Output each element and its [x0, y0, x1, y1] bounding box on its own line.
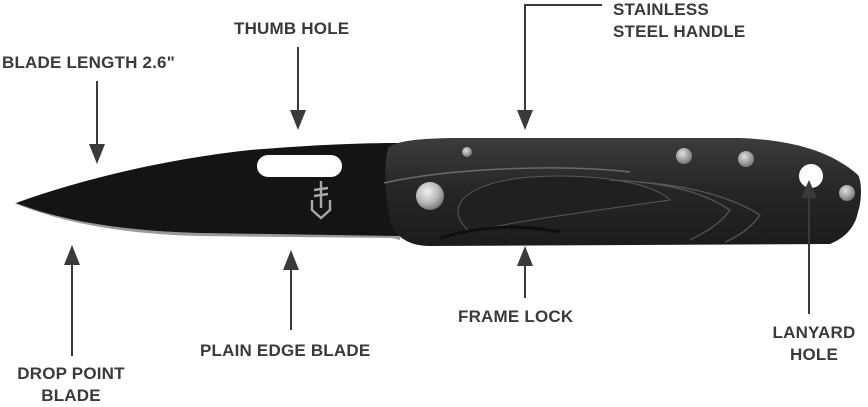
label-stainless-line1: STAINLESS — [613, 0, 709, 19]
callout-arrows — [64, 4, 817, 356]
arrow-down-icon — [290, 110, 306, 130]
label-drop-point-blade: DROP POINT BLADE — [8, 363, 134, 407]
label-lanyard-hole: LANYARD HOLE — [766, 322, 862, 366]
label-frame-lock: FRAME LOCK — [458, 307, 574, 326]
pivot-screw — [416, 182, 444, 210]
label-blade-length: BLADE LENGTH 2.6" — [2, 53, 175, 72]
arrow-up-icon — [283, 250, 299, 270]
label-lanyard-line1: LANYARD — [772, 323, 856, 342]
thumb-hole — [257, 155, 342, 177]
lanyard-hole — [799, 164, 823, 188]
screw — [738, 151, 754, 167]
label-thumb-hole: THUMB HOLE — [234, 19, 350, 38]
arrow-up-icon — [801, 180, 817, 198]
arrow-up-icon — [517, 246, 533, 266]
screw — [676, 148, 692, 164]
handle — [383, 138, 861, 246]
arrow-down-icon — [89, 144, 105, 164]
label-lanyard-line2: HOLE — [789, 345, 839, 364]
blade — [14, 143, 400, 240]
label-drop-point-line2: BLADE — [41, 386, 101, 405]
screw — [839, 185, 855, 201]
brand-logo-icon — [310, 181, 332, 220]
label-drop-point-line1: DROP POINT — [17, 364, 125, 383]
label-stainless-steel-handle: STAINLESS STEEL HANDLE — [613, 0, 745, 43]
arrow-down-icon — [517, 110, 533, 130]
screw — [462, 147, 472, 157]
label-stainless-line2: STEEL HANDLE — [613, 22, 746, 41]
arrow-up-icon — [64, 245, 80, 265]
label-plain-edge-blade: PLAIN EDGE BLADE — [200, 341, 371, 360]
